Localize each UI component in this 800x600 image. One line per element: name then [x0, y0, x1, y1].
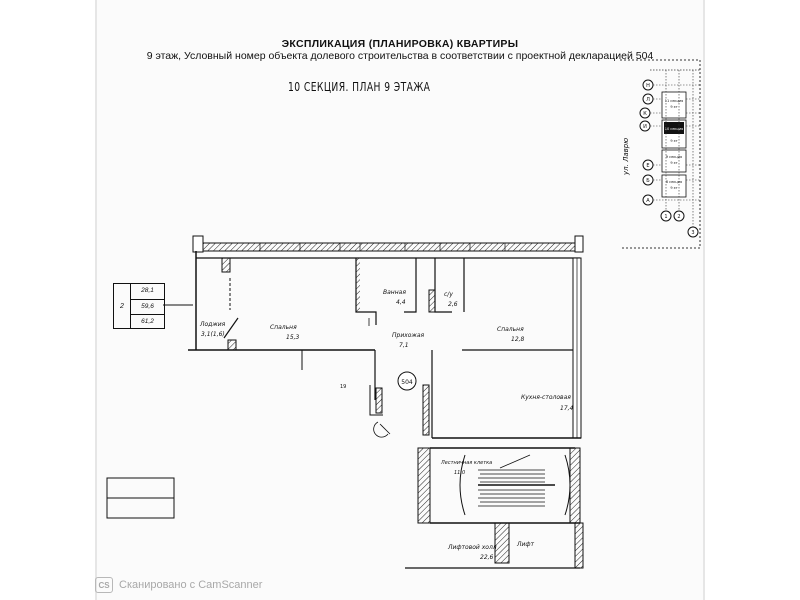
room-label: Лестничная клетка [440, 460, 492, 466]
room-label: Лоджия [199, 321, 226, 328]
column [192, 235, 204, 253]
document-subtitle: 9 этаж, Условный номер объекта долевого … [146, 50, 654, 62]
block-9 [661, 149, 687, 173]
axis-letter: К [643, 111, 647, 117]
axis-number: 2 [677, 214, 680, 220]
axis-letter: А [646, 198, 650, 204]
apartment-summary: 2 28,1 59,6 61,2 [113, 283, 165, 329]
document-title: ЭКСПЛИКАЦИЯ (ПЛАНИРОВКА) КВАРТИРЫ [281, 38, 519, 50]
room-area: 17,4 [560, 405, 574, 412]
room-label: Спальня [497, 326, 524, 333]
room-area: 4,4 [396, 299, 406, 306]
key-plan-axis-numbers: 1 2 3 [660, 210, 699, 238]
room-label: Лифтовой холл [447, 544, 497, 551]
apartment-area-total: 59,6 [131, 300, 164, 316]
scanner-text: Сканировано с CamScanner [119, 579, 263, 591]
corridor-number: 19 [340, 384, 346, 390]
block-label: 8 секция [666, 180, 682, 184]
axis-number: 3 [691, 230, 694, 236]
door-marker [397, 371, 417, 391]
block-floors: 9 эт [670, 105, 677, 109]
room-area: 2,6 [448, 301, 458, 308]
room-label: с/у [444, 291, 453, 298]
block-floors: 9 эт [670, 186, 677, 190]
stair-wall [417, 447, 431, 524]
column [574, 235, 584, 253]
room-label: Спальня [270, 324, 297, 331]
apartment-area-living: 28,1 [131, 284, 164, 300]
apartment-areas: 28,1 59,6 61,2 [131, 284, 164, 328]
section-title: 10 СЕКЦИЯ. ПЛАН 9 ЭТАЖА [288, 80, 431, 94]
key-plan-axis-letters: Н Л К И Е Б А [639, 79, 654, 206]
axis-letter: Н [646, 83, 650, 89]
axis-letter: Б [646, 178, 650, 184]
page-edge-right [703, 0, 705, 600]
axis-number: 1 [664, 214, 667, 220]
block-11 [661, 91, 687, 119]
room-label: Прихожая [392, 332, 425, 339]
scanner-watermark: CS Сканировано с CamScanner [95, 575, 262, 595]
apartment-area-total-loggia: 61,2 [141, 318, 154, 326]
block-label: 9 секция [666, 155, 682, 159]
room-label: Кухня-столовая [521, 394, 571, 401]
block-floors: 9 эт [670, 161, 677, 165]
stair-steps [478, 469, 545, 507]
room-area: 11,0 [454, 470, 465, 476]
outer-wall-top [195, 242, 581, 252]
room-area: 3,1(1,6) [201, 331, 225, 338]
axis-letter: Е [646, 163, 649, 169]
room-label: Ванная [383, 289, 406, 296]
axis-letter: И [643, 124, 647, 130]
room-area: 7,1 [399, 342, 409, 349]
block-label: 10 секция [665, 127, 684, 131]
street-label: ул. Лаврю [622, 138, 630, 176]
apartment-number: 2 [114, 284, 131, 328]
camscanner-logo-icon: CS [95, 577, 113, 593]
room-area: 22,6 [480, 554, 494, 561]
room-area: 15,3 [286, 334, 300, 341]
page-edge-left [95, 0, 97, 600]
door-number: 504 [401, 379, 413, 386]
block-floors: 9 эт [670, 139, 677, 143]
room-area: 12,8 [511, 336, 525, 343]
block-label: 11 секция [665, 99, 684, 103]
room-label: Лифт [516, 541, 535, 548]
block-8 [661, 174, 687, 198]
key-plan-border [620, 59, 701, 249]
axis-letter: Л [646, 97, 650, 103]
